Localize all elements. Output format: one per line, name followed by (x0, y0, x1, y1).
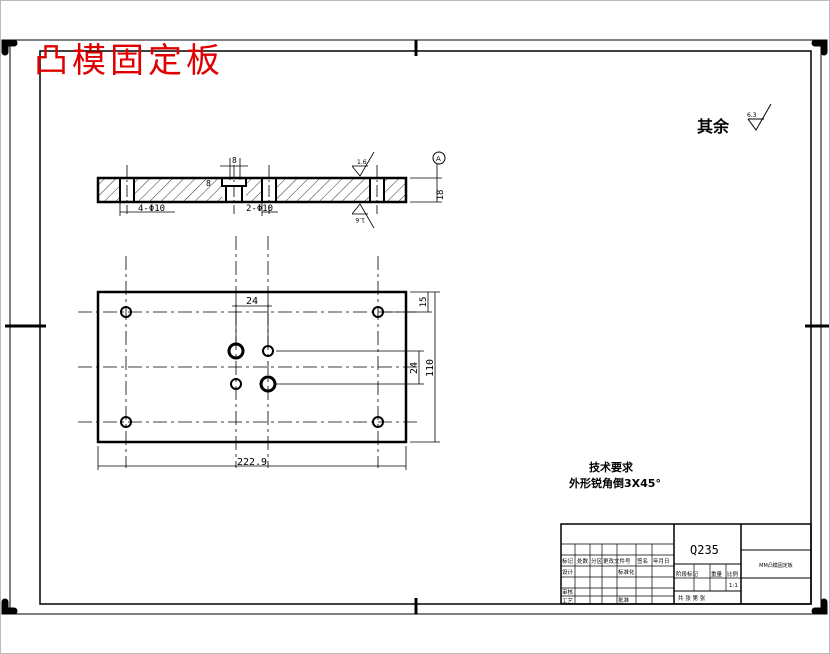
plan-view: 222.9 24 24 15 110 (78, 236, 440, 470)
centering-marks (5, 40, 829, 614)
tb-nianyueri: 年月日 (653, 557, 670, 565)
tb-zhongliang: 重量 (711, 570, 723, 578)
drawing-frame (39, 50, 812, 605)
dim-edge-offset: 15 (419, 297, 429, 308)
roughness-note-label: 其余 (697, 117, 730, 136)
roughness-symbol-bottom (351, 203, 375, 229)
tb-wenjian: 更改文件号 (603, 557, 631, 565)
datum-circle (432, 151, 446, 165)
tb-sheet: 共 张 第 张 (678, 594, 706, 602)
roughness-note-value: 6.3 (747, 112, 757, 119)
roughness-top-value: 1.6 (357, 159, 367, 166)
tb-qianming: 签名 (637, 557, 648, 565)
tech-requirements: 技术要求 外形锐角倒3X45° (568, 460, 661, 490)
corner-hole (120, 416, 132, 428)
section-view: 4-Φ10 2-Φ10 8 8 18 A 1.6 1.6 (96, 151, 446, 229)
corner-marks (1, 39, 828, 615)
dim-hole-pitch-y: 24 (409, 362, 420, 374)
datum-label: A (436, 155, 441, 163)
dim-thickness: 18 (436, 190, 446, 201)
corner-hole (372, 416, 384, 428)
hatch-segment (98, 178, 120, 202)
dim-holes-left: 4-Φ10 (138, 204, 165, 214)
tb-fenqu: 分区 (591, 557, 603, 565)
tb-jieduan: 阶段标记 (676, 570, 699, 578)
tb-chushu: 处数 (577, 557, 589, 565)
hatch-segment (246, 178, 262, 202)
dim-height: 110 (425, 359, 436, 377)
corner-hole (120, 306, 132, 318)
punch-hole-large (259, 375, 277, 393)
section-outline (96, 176, 408, 204)
hatch-segment (276, 178, 370, 202)
tb-bili: 比例 (727, 570, 739, 578)
dim-counterbore: 8 (232, 156, 237, 165)
roughness-bottom-value: 1.6 (355, 216, 365, 223)
title-block-part-name: MM凸模固定板 (759, 562, 793, 569)
tech-req-heading: 技术要求 (589, 460, 634, 474)
roughness-symbol (747, 103, 772, 131)
punch-hole-small (230, 378, 242, 390)
dim-holes-center: 2-Φ10 (246, 204, 273, 214)
hatch-segment (384, 178, 406, 202)
drawing-title: 凸模固定板 (34, 41, 224, 81)
dim-width: 222.9 (237, 457, 267, 468)
tb-biaozhunhua: 标准化 (618, 568, 635, 576)
dim-slot: 8 (206, 179, 211, 188)
hatch-segment (134, 178, 222, 202)
tb-shenhe: 审核 (562, 588, 574, 596)
tb-gongyi: 工艺 (562, 598, 574, 605)
title-block: Q235 MM凸模固定板 标记 处数 分区 更改文件号 签名 年月日 设计 标准… (560, 523, 812, 605)
dim-hole-pitch-x: 24 (246, 296, 258, 307)
corner-hole (372, 306, 384, 318)
title-block-material: Q235 (690, 543, 719, 557)
roughness-note: 其余 6.3 (697, 103, 772, 136)
roughness-symbol-top (351, 151, 375, 177)
tb-biaoji: 标记 (562, 557, 574, 565)
tb-scale: 1:1 (729, 583, 738, 589)
tech-req-line1: 外形锐角倒3X45° (568, 476, 661, 490)
tb-sheji: 设计 (562, 568, 574, 576)
tb-pizhun: 批准 (618, 596, 630, 604)
